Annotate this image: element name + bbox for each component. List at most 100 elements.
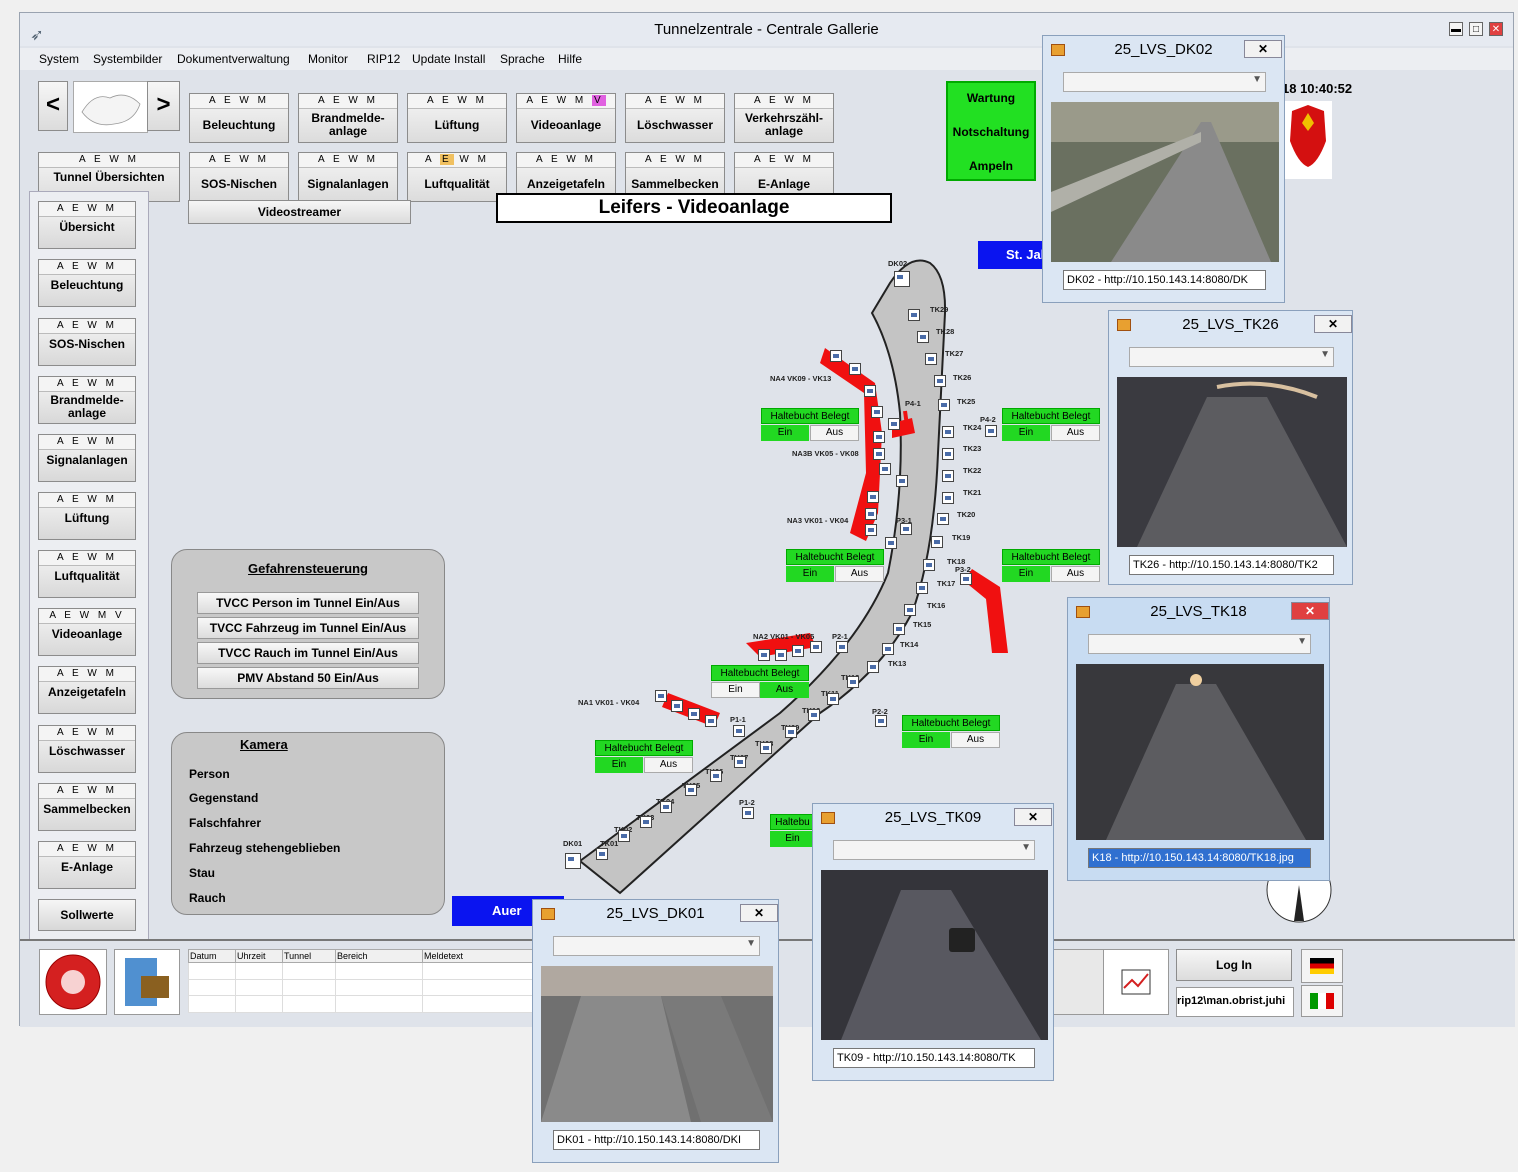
camera-tk13-icon[interactable] bbox=[867, 661, 879, 673]
menu-update-install[interactable]: Update Install bbox=[412, 52, 486, 66]
portal-north[interactable]: St. Jal bbox=[978, 241, 1048, 269]
camera-tk19-icon[interactable] bbox=[931, 536, 943, 548]
kamera-item-falschfahrer[interactable]: Falschfahrer bbox=[189, 816, 262, 830]
camera-tk26-icon[interactable] bbox=[934, 375, 946, 387]
flag-de-icon[interactable] bbox=[1301, 949, 1343, 983]
camera-dk02-icon[interactable] bbox=[894, 271, 910, 287]
popup-dk01-select[interactable]: ▼ bbox=[553, 936, 760, 956]
camera-na3-3-icon[interactable] bbox=[865, 524, 877, 536]
camera-tk21-icon[interactable] bbox=[942, 492, 954, 504]
camera-tk01-icon[interactable] bbox=[596, 848, 608, 860]
login-button[interactable]: Log In bbox=[1176, 949, 1292, 981]
event-log-table[interactable]: Datum Uhrzeit Tunnel Bereich Meldetext bbox=[188, 949, 543, 1013]
flag-it-icon[interactable] bbox=[1301, 985, 1343, 1017]
popup-tk26-close-button[interactable]: ✕ bbox=[1314, 315, 1352, 333]
menu-monitor[interactable]: Monitor bbox=[308, 52, 349, 66]
camera-na2-1-icon[interactable] bbox=[758, 649, 770, 661]
camera-tk28-icon[interactable] bbox=[917, 331, 929, 343]
trend-chart-icon[interactable] bbox=[1103, 949, 1169, 1015]
menu-rip12[interactable]: RIP12 bbox=[367, 52, 401, 66]
kamera-item-rauch[interactable]: Rauch bbox=[189, 891, 226, 905]
camera-na3-1-icon[interactable] bbox=[867, 491, 879, 503]
camera-tk07-icon[interactable] bbox=[734, 756, 746, 768]
camera-tk18-icon[interactable] bbox=[923, 559, 935, 571]
popup-dk02-close-button[interactable]: ✕ bbox=[1244, 40, 1282, 58]
popup-tk18[interactable]: 25_LVS_TK18 ✕ ▼ K18 - http://10.150.143.… bbox=[1067, 597, 1330, 881]
popup-tk26-select[interactable]: ▼ bbox=[1129, 347, 1334, 367]
camera-p12-icon[interactable] bbox=[742, 807, 754, 819]
camera-na2-4-icon[interactable] bbox=[810, 641, 822, 653]
camera-na3b-1-icon[interactable] bbox=[873, 431, 885, 443]
camera-na3b-2-icon[interactable] bbox=[873, 448, 885, 460]
menu-systembilder[interactable]: Systembilder bbox=[93, 52, 163, 66]
camera-tk23-icon[interactable] bbox=[942, 448, 954, 460]
popup-dk02[interactable]: 25_LVS_DK02 ✕ ▼ DK02 - http://10.150.143… bbox=[1042, 35, 1285, 303]
export-icon[interactable] bbox=[1053, 949, 1109, 1015]
camera-na4-1-icon[interactable] bbox=[830, 350, 842, 362]
popup-tk18-close-button[interactable]: ✕ bbox=[1291, 602, 1329, 620]
camera-tk02-icon[interactable] bbox=[618, 830, 630, 842]
camera-tk05-icon[interactable] bbox=[685, 784, 697, 796]
camera-na3-4-icon[interactable] bbox=[885, 537, 897, 549]
camera-p32-icon[interactable] bbox=[960, 573, 972, 585]
camera-tk11-icon[interactable] bbox=[827, 693, 839, 705]
camera-tk03-icon[interactable] bbox=[640, 816, 652, 828]
camera-tk25-icon[interactable] bbox=[938, 399, 950, 411]
camera-tk16-icon[interactable] bbox=[904, 604, 916, 616]
camera-tk22-icon[interactable] bbox=[942, 470, 954, 482]
minimize-button[interactable]: ▬ bbox=[1449, 22, 1463, 36]
camera-p31-icon[interactable] bbox=[900, 523, 912, 535]
popup-dk01[interactable]: 25_LVS_DK01 ✕ ▼ DK01 - http://10.150.143… bbox=[532, 899, 779, 1163]
camera-na1-4-icon[interactable] bbox=[705, 715, 717, 727]
popup-tk09-close-button[interactable]: ✕ bbox=[1014, 808, 1052, 826]
tvcc-person-button[interactable]: TVCC Person im Tunnel Ein/Aus bbox=[197, 592, 419, 614]
camera-tk17-icon[interactable] bbox=[916, 582, 928, 594]
popup-tk18-url[interactable]: K18 - http://10.150.143.14:8080/TK18.jpg bbox=[1088, 848, 1311, 868]
sidebar-item-sollwerte[interactable]: Sollwerte bbox=[38, 899, 136, 931]
region-minimap[interactable] bbox=[73, 81, 148, 133]
popup-dk02-url[interactable]: DK02 - http://10.150.143.14:8080/DK bbox=[1063, 270, 1266, 290]
popup-tk09-select[interactable]: ▼ bbox=[833, 840, 1035, 860]
menu-sprache[interactable]: Sprache bbox=[500, 52, 545, 66]
camera-tk14-icon[interactable] bbox=[882, 643, 894, 655]
menu-system[interactable]: System bbox=[39, 52, 80, 66]
camera-p11-icon[interactable] bbox=[733, 725, 745, 737]
camera-na4-3-icon[interactable] bbox=[864, 385, 876, 397]
camera-tk24-icon[interactable] bbox=[942, 426, 954, 438]
camera-tk12-icon[interactable] bbox=[847, 676, 859, 688]
popup-dk01-close-button[interactable]: ✕ bbox=[740, 904, 778, 922]
camera-p21-icon[interactable] bbox=[836, 641, 848, 653]
camera-tk29-icon[interactable] bbox=[908, 309, 920, 321]
camera-tk15-icon[interactable] bbox=[893, 623, 905, 635]
kamera-item-fahrzeug[interactable]: Fahrzeug stehengeblieben bbox=[189, 841, 341, 855]
camera-na3b-3-icon[interactable] bbox=[879, 463, 891, 475]
camera-dk01-icon[interactable] bbox=[565, 853, 581, 869]
videostreamer-button[interactable]: Videostreamer bbox=[188, 200, 411, 224]
camera-tk10-icon[interactable] bbox=[808, 709, 820, 721]
popup-tk09-url[interactable]: TK09 - http://10.150.143.14:8080/TK bbox=[833, 1048, 1035, 1068]
kamera-item-stau[interactable]: Stau bbox=[189, 866, 216, 880]
popup-dk02-select[interactable]: ▼ bbox=[1063, 72, 1266, 92]
menu-dokumentverwaltung[interactable]: Dokumentverwaltung bbox=[177, 52, 290, 66]
kamera-item-gegenstand[interactable]: Gegenstand bbox=[189, 791, 259, 805]
camera-na4-2-icon[interactable] bbox=[849, 363, 861, 375]
nav-prev-button[interactable]: < bbox=[38, 81, 68, 131]
pmv-abstand-button[interactable]: PMV Abstand 50 Ein/Aus bbox=[197, 667, 419, 689]
camera-tk27-icon[interactable] bbox=[925, 353, 937, 365]
kamera-item-person[interactable]: Person bbox=[189, 767, 230, 781]
tvcc-rauch-button[interactable]: TVCC Rauch im Tunnel Ein/Aus bbox=[197, 642, 419, 664]
